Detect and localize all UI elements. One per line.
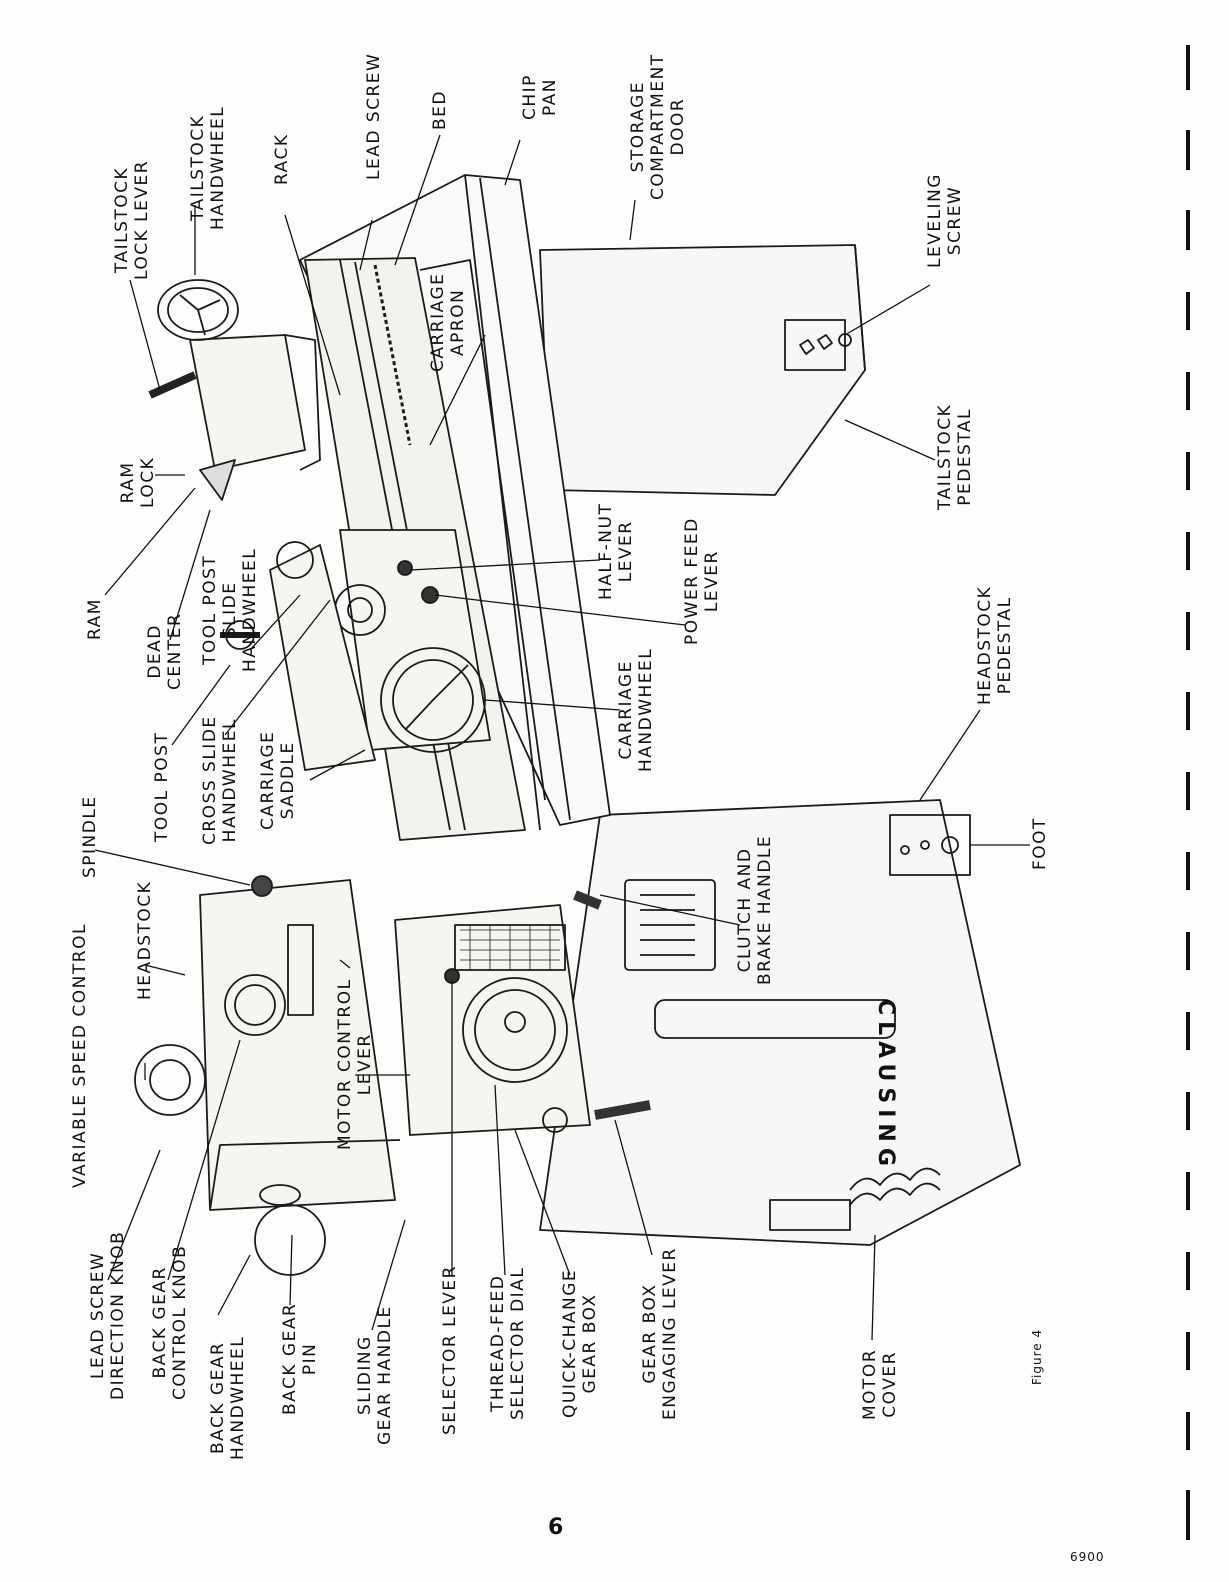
tailstock-shape — [148, 279, 321, 501]
label-gear-box-engaging-lever: GEAR BOX ENGAGING LEVER — [640, 1247, 680, 1420]
label-back-gear-pin: BACK GEAR PIN — [280, 1302, 320, 1415]
cross-slide-shape — [220, 541, 376, 771]
page-number: 6 — [548, 1515, 564, 1540]
leader-lines — [94, 134, 1030, 1341]
label-half-nut-lever: HALF-NUT LEVER — [596, 502, 636, 600]
label-lead-screw: LEAD SCREW — [364, 52, 384, 180]
label-clutch-and-brake-handle: CLUTCH AND BRAKE HANDLE — [735, 834, 775, 985]
label-variable-speed-control: VARIABLE SPEED CONTROL — [70, 923, 90, 1188]
brand-plate: CLAUSING — [873, 999, 898, 1172]
headstock-pedestal-shape — [539, 799, 1021, 1246]
label-bed: BED — [430, 90, 450, 130]
label-leveling-screw: LEVELING SCREW — [925, 173, 965, 268]
label-tailstock-lock-lever: TAILSTOCK LOCK LEVER — [112, 159, 152, 280]
label-carriage-apron: CARRIAGE APRON — [428, 272, 468, 372]
label-back-gear-handwheel: BACK GEAR HANDWHEEL — [208, 1335, 248, 1460]
label-back-gear-control-knob: BACK GEAR CONTROL KNOB — [150, 1244, 190, 1400]
label-rack: RACK — [272, 133, 292, 185]
figure-caption: Figure 4 — [1030, 1328, 1044, 1385]
label-quick-change-gear-box: QUICK-CHANGE GEAR BOX — [560, 1268, 600, 1418]
label-tailstock-pedestal: TAILSTOCK PEDESTAL — [935, 403, 975, 510]
label-ram-lock: RAM LOCK — [118, 456, 158, 508]
label-headstock-pedestal: HEADSTOCK PEDESTAL — [975, 585, 1015, 705]
label-lead-screw-direction-knob: LEAD SCREW DIRECTION KNOB — [88, 1230, 128, 1400]
label-sliding-gear-handle: SLIDING GEAR HANDLE — [355, 1305, 395, 1445]
label-carriage-saddle: CARRIAGE SADDLE — [258, 730, 298, 830]
label-ram: RAM — [85, 598, 105, 640]
headstock-shape — [134, 875, 401, 1276]
label-carriage-handwheel: CARRIAGE HANDWHEEL — [616, 647, 656, 772]
label-tool-post: TOOL POST — [152, 731, 172, 842]
label-spindle: SPINDLE — [80, 795, 100, 878]
label-cross-slide-handwheel: CROSS SLIDE HANDWHEEL — [200, 715, 240, 845]
label-tool-post-slide-handwheel: TOOL POST SLIDE HANDWHEEL — [200, 547, 260, 672]
label-chip-pan: CHIP PAN — [520, 74, 560, 120]
gear-box-shape — [394, 890, 651, 1136]
label-motor-cover: MOTOR COVER — [860, 1348, 900, 1420]
label-selector-lever: SELECTOR LEVER — [440, 1265, 460, 1435]
label-dead-center: DEAD CENTER — [145, 612, 185, 690]
label-power-feed-lever: POWER FEED LEVER — [682, 517, 722, 645]
label-tailstock-handwheel: TAILSTOCK HANDWHEEL — [188, 105, 228, 230]
label-storage-compartment-door: STORAGE COMPARTMENT DOOR — [628, 53, 688, 200]
label-thread-feed-selector-dial: THREAD-FEED SELECTOR DIAL — [488, 1266, 528, 1420]
tailstock-pedestal-shape — [539, 244, 866, 496]
label-motor-control-lever: MOTOR CONTROL LEVER — [335, 978, 375, 1150]
label-headstock: HEADSTOCK — [135, 880, 155, 1000]
label-foot: FOOT — [1030, 817, 1050, 870]
document-code: 6900 — [1070, 1550, 1105, 1564]
